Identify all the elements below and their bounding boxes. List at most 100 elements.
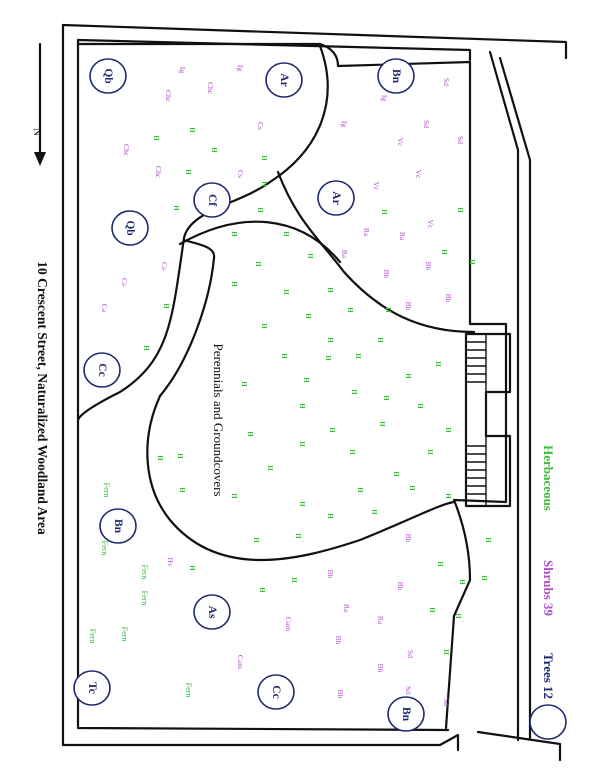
herbaceous-markers: H H H H H H H H H H H H H H H H H H H H H H H H H H H H H H H H H H H H H H H H… — [142, 127, 492, 655]
shrub-marker-cs: Cs — [236, 170, 245, 178]
tree-label: Bn — [390, 69, 402, 84]
herbaceous-marker: H — [378, 421, 386, 427]
herbaceous-marker: H — [484, 537, 492, 543]
tree-label: Cc — [96, 363, 108, 376]
diagram-title: 10 Crescent Street, Naturalized Woodland… — [35, 261, 50, 535]
herbaceous-marker: H — [230, 493, 238, 499]
woodland-bed-outline — [76, 42, 508, 730]
shrub-marker-ra: Ra — [376, 616, 385, 625]
herbaceous-marker: H — [428, 607, 436, 613]
tree-symbol — [387, 696, 425, 732]
fern-marker: Fern — [102, 483, 111, 498]
shrub-marker-ra: Ra — [342, 604, 351, 613]
herbaceous-marker: H — [290, 577, 298, 583]
herbaceous-marker: H — [404, 373, 412, 379]
shrub-marker-sd: Sd — [442, 698, 451, 706]
shrub-marker-ig: Ig — [236, 65, 245, 71]
tree-qb-2: Qb — [111, 210, 149, 246]
legend-trees: Trees 12 — [541, 653, 556, 699]
herbaceous-marker: H — [442, 649, 450, 655]
herbaceous-marker: H — [294, 533, 302, 539]
herbaceous-marker: H — [230, 281, 238, 287]
shrub-marker-chc: Chc — [122, 144, 131, 157]
shrub-marker-sd: Sd — [404, 686, 413, 694]
shrub-marker-cam: Cam — [236, 655, 245, 669]
herbaceous-marker: H — [380, 209, 388, 215]
shrub-marker-ig: Ig — [380, 95, 389, 101]
herbaceous-marker: H — [162, 303, 170, 309]
fern-marker: Fern — [100, 541, 109, 556]
herbaceous-marker: H — [350, 389, 358, 395]
herbaceous-marker: H — [176, 453, 184, 459]
herbaceous-marker: H — [188, 127, 196, 133]
shrub-marker-chc: Chc — [164, 90, 173, 103]
tree-symbol — [111, 210, 149, 246]
north-arrow: N — [31, 42, 46, 166]
herbaceous-marker: H — [156, 455, 164, 461]
herbaceous-marker: H — [324, 355, 332, 361]
shrub-marker-cs: Cs — [160, 262, 169, 270]
herbaceous-marker: H — [328, 427, 336, 433]
tree-cc-2: Cc — [257, 674, 295, 710]
shrub-marker-vc: Vc — [426, 220, 435, 229]
fern-marker: Fern — [184, 683, 193, 698]
tree-label: Bn — [112, 519, 124, 534]
tree-label: Ar — [330, 191, 342, 204]
tree-ar-1: Ar — [265, 62, 303, 98]
tree-qb-1: Qb — [89, 58, 127, 94]
herbaceous-marker: H — [252, 537, 260, 543]
tree-bn-1: Bn — [377, 58, 415, 94]
tree-bn-3: Bn — [387, 696, 425, 732]
shrub-marker-sd: Sd — [442, 78, 451, 86]
herbaceous-marker: H — [444, 427, 452, 433]
tree-tc: Tc — [73, 670, 111, 706]
shrub-marker-bb: Bb — [326, 570, 335, 579]
herbaceous-marker: H — [348, 449, 356, 455]
shrub-marker-hv: Hv — [166, 557, 175, 566]
shrub-marker-bh: Bh — [334, 636, 343, 645]
shrub-marker-ig: Ig — [340, 121, 349, 127]
herbaceous-marker: H — [266, 465, 274, 471]
herbaceous-marker: H — [184, 169, 192, 175]
herbaceous-marker: H — [298, 501, 306, 507]
legend-tree-symbol — [529, 704, 567, 740]
herbaceous-marker: H — [392, 471, 400, 477]
north-label: N — [31, 128, 43, 136]
bed-curves — [76, 44, 476, 561]
herbaceous-marker: H — [416, 403, 424, 409]
shrub-marker-sd: Sd — [406, 650, 415, 658]
fern-marker: Fern — [140, 591, 149, 606]
herbaceous-marker: H — [440, 249, 448, 255]
shrub-marker-ra: Ra — [398, 232, 407, 241]
herbaceous-marker: H — [456, 207, 464, 213]
herbaceous-marker: H — [210, 147, 218, 153]
herbaceous-marker: H — [436, 561, 444, 567]
shrub-marker-sd: Sd — [422, 120, 431, 128]
tree-label: Ar — [278, 73, 290, 86]
herbaceous-marker: H — [302, 377, 310, 383]
herbaceous-marker: H — [454, 613, 462, 619]
tree-symbol — [257, 674, 295, 710]
herbaceous-marker: H — [188, 565, 196, 571]
shrub-marker-bb: Bb — [404, 302, 413, 311]
herbaceous-marker: H — [384, 307, 392, 313]
herbaceous-marker: H — [260, 181, 268, 187]
tree-symbol — [89, 58, 127, 94]
herbaceous-marker: H — [260, 323, 268, 329]
tree-label: As — [206, 606, 218, 619]
tree-label: Bn — [400, 707, 412, 722]
shrub-marker-sd: Sd — [456, 136, 465, 144]
shrub-marker-vc: Vc — [414, 170, 423, 179]
tree-label: Cf — [206, 194, 218, 206]
tree-symbol — [83, 352, 121, 388]
shrub-marker-bb: Bb — [396, 582, 405, 591]
herbaceous-marker: H — [444, 493, 452, 499]
herbaceous-marker: H — [326, 513, 334, 519]
tree-cc-1: Cc — [83, 352, 121, 388]
shrub-marker-ig: Ig — [178, 67, 187, 73]
herbaceous-marker: H — [240, 381, 248, 387]
herbaceous-marker: H — [326, 287, 334, 293]
tree-label: Tc — [86, 682, 98, 694]
tree-cf: Cf — [193, 182, 231, 218]
